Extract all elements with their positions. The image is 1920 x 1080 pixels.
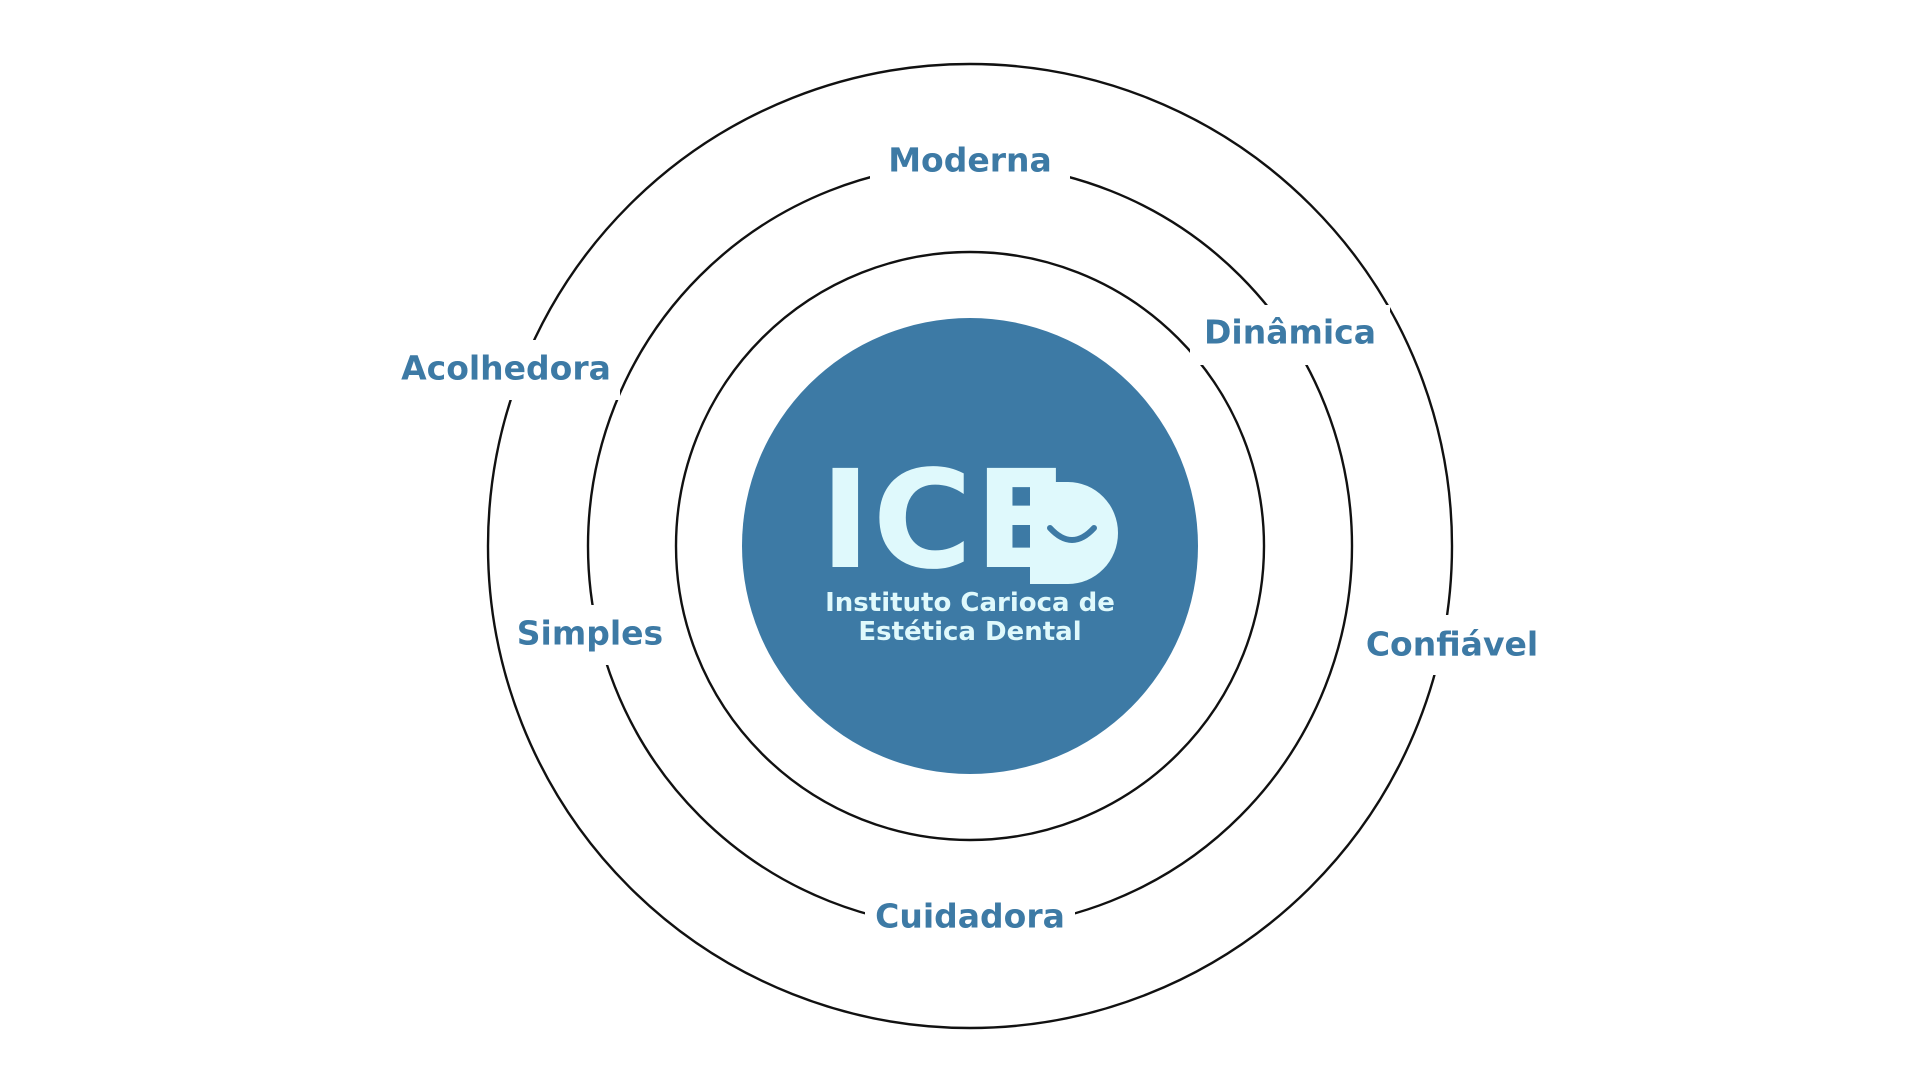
label-gap-acolhedora: [395, 340, 620, 400]
label-cuidadora: Cuidadora: [875, 897, 1065, 936]
label-gap-confiavel: [1355, 615, 1540, 675]
logo: ICE D Instituto Carioca de Estética Dent…: [820, 442, 1118, 647]
label-acolhedora: Acolhedora: [401, 349, 611, 388]
label-gap-dinamica: [1190, 305, 1390, 365]
smile-d-icon: [1030, 482, 1118, 584]
label-dinamica: Dinâmica: [1204, 313, 1376, 352]
logo-smile-curve: [1047, 525, 1097, 543]
label-gap-simples: [510, 605, 670, 665]
label-moderna: Moderna: [888, 141, 1052, 180]
logo-disc: [742, 318, 1198, 774]
logo-subtitle-line1: Instituto Carioca de: [825, 588, 1115, 618]
inner-ring: [674, 250, 1266, 842]
label-gap-cuidadora: [865, 890, 1075, 945]
logo-d-shape: [1030, 482, 1118, 584]
logo-wordmark: ICE: [820, 442, 1069, 600]
label-confiavel: Confiável: [1366, 625, 1538, 664]
logo-subtitle-line2: Estética Dental: [858, 617, 1081, 647]
outer-ring: [486, 62, 1454, 1030]
label-gap-moderna: [870, 140, 1070, 190]
label-simples: Simples: [517, 614, 663, 653]
